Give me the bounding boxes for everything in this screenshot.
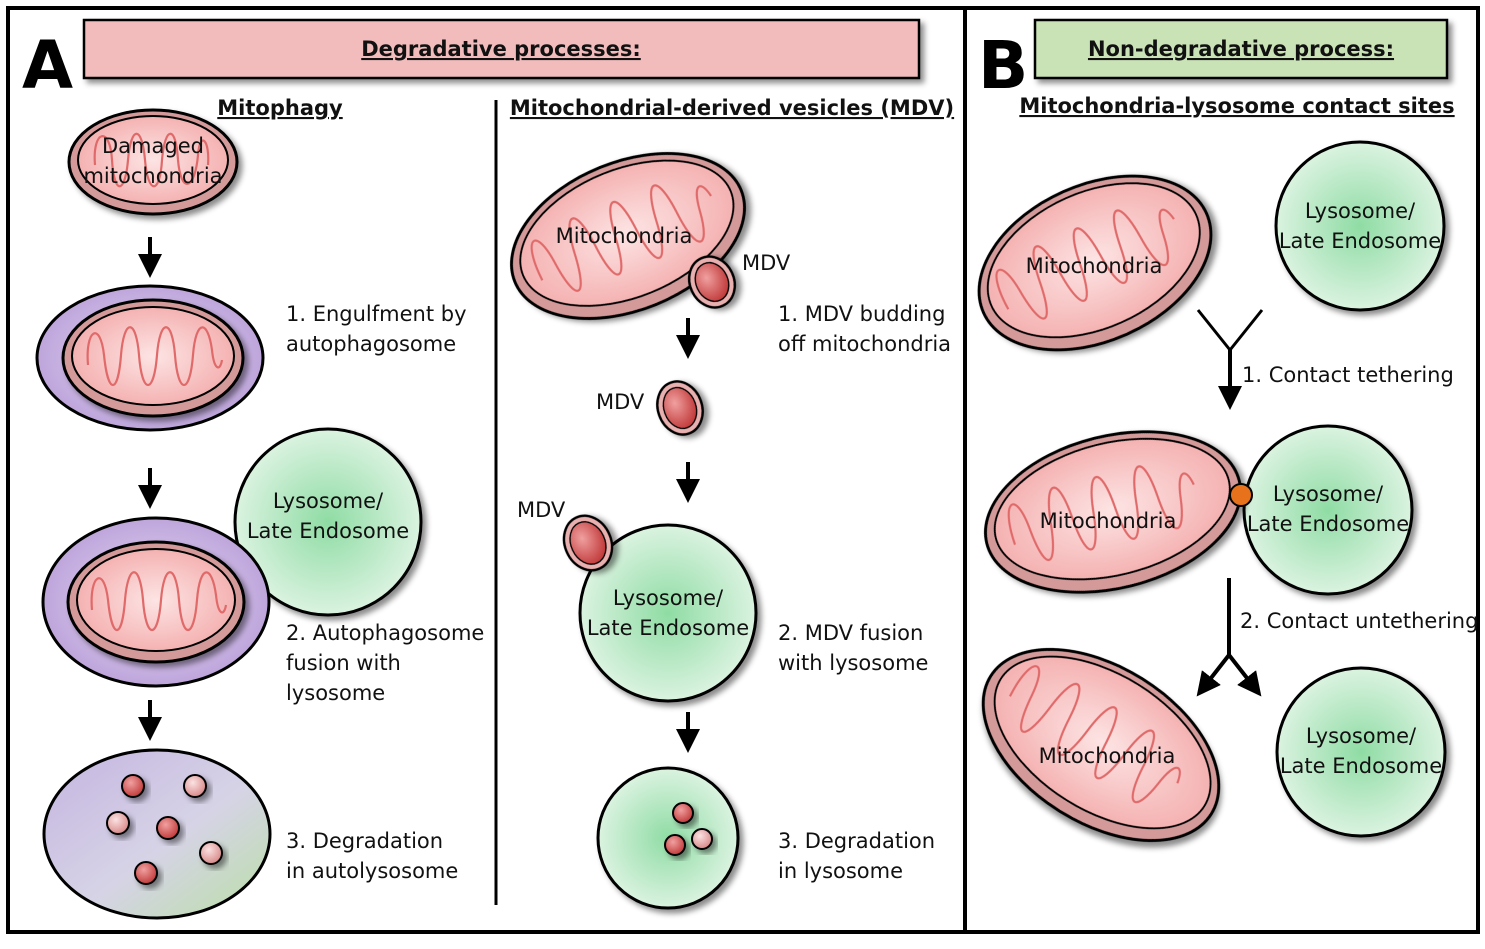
mdv-label-3: MDV (517, 498, 566, 522)
panel-a-banner-text: Degradative processes: (361, 37, 641, 61)
damaged-mito-label-2: mitochondria (83, 164, 222, 188)
mdv-step2-line2: with lysosome (778, 651, 928, 675)
mitophagy-step2-line2: fusion with (286, 651, 401, 675)
mitophagy-heading: Mitophagy (217, 96, 343, 120)
contact-mitochondria-3 (981, 647, 1221, 843)
degraded-fragment (121, 774, 145, 798)
contact-lyso3-line2: Late Endosome (1280, 754, 1442, 778)
panel-a-letter: A (22, 27, 73, 104)
contact-sites-heading: Mitochondria-lysosome contact sites (1019, 94, 1454, 118)
contact-lysosome-3 (1275, 666, 1447, 838)
degraded-fragment (106, 811, 130, 835)
mitophagy-step2-line3: lysosome (286, 681, 385, 705)
panel-b-letter: B (978, 27, 1028, 104)
mdv-step1-line2: off mitochondria (778, 332, 951, 356)
degraded-vesicle (664, 834, 686, 856)
mdv-mitochondria (510, 152, 746, 320)
mitophagy-lyso-line2: Late Endosome (247, 519, 409, 543)
contact-lyso1-line1: Lysosome/ (1305, 199, 1416, 223)
panel-b-banner (1033, 18, 1449, 80)
mdv-vesicle-fusing (562, 514, 614, 572)
contact-lyso1-line2: Late Endosome (1279, 229, 1441, 253)
contact-lysosome-1 (1274, 140, 1446, 312)
contact-mitochondria-2 (984, 430, 1242, 594)
mdv-heading: Mitochondrial-derived vesicles (MDV) (510, 96, 954, 120)
mdv-vesicle-free (656, 380, 704, 436)
mdv-vesicle-budding (687, 255, 737, 309)
contact-lyso3-line1: Lysosome/ (1306, 724, 1417, 748)
contact-lysosome-2 (1242, 424, 1414, 596)
tether-dot-icon (1229, 483, 1253, 507)
damaged-mito-label-1: Damaged (102, 134, 204, 158)
mdv-lysosome (578, 523, 758, 703)
contact-mito-label-2: Mitochondria (1040, 509, 1177, 533)
mdv-label-1: MDV (742, 251, 791, 275)
contact-lyso2-line2: Late Endosome (1247, 512, 1409, 536)
mitophagy-step3-line1: 3. Degradation (286, 829, 443, 853)
degraded-vesicle (691, 828, 713, 850)
outer-frame (6, 6, 1480, 934)
mdv-step3-line1: 3. Degradation (778, 829, 935, 853)
engulfed-mitochondria (61, 298, 245, 418)
mdv-lyso-line2: Late Endosome (587, 616, 749, 640)
mitophagy-step1-line2: autophagosome (286, 332, 456, 356)
mitophagy-lyso-line1: Lysosome/ (273, 489, 384, 513)
mdv-lyso-line1: Lysosome/ (613, 586, 724, 610)
mdv-step2-line1: 2. MDV fusion (778, 621, 923, 645)
contact-step1: 1. Contact tethering (1242, 363, 1454, 387)
degraded-fragment (199, 841, 223, 865)
degraded-fragment (134, 861, 158, 885)
mitophagy-lysosome (233, 427, 423, 617)
mdv-label-2: MDV (596, 390, 645, 414)
contact-mitochondria-1 (977, 174, 1213, 352)
degraded-fragment (156, 816, 180, 840)
degraded-fragment (183, 774, 207, 798)
mitophagy-step2-line1: 2. Autophagosome (286, 621, 484, 645)
contact-step2: 2. Contact untethering (1240, 609, 1478, 633)
mdv-mito-label: Mitochondria (556, 224, 693, 248)
panel-b-banner-text: Non-degradative process: (1088, 37, 1394, 61)
panel-a-banner (82, 18, 921, 80)
mitophagy-step1-line1: 1. Engulfment by (286, 302, 467, 326)
contact-mito-label-1: Mitochondria (1026, 254, 1163, 278)
mdv-step3-line2: in lysosome (778, 859, 903, 883)
contact-lyso2-line1: Lysosome/ (1273, 482, 1384, 506)
mitophagy-step3-line2: in autolysosome (286, 859, 458, 883)
fusing-mitochondria (66, 540, 246, 664)
autolysosome (42, 748, 272, 920)
y-split-arrow-icon (1196, 578, 1262, 697)
mdv-step1-line1: 1. MDV budding (778, 302, 945, 326)
y-split-arrow-icon (1196, 309, 1264, 410)
contact-mito-label-3: Mitochondria (1039, 744, 1176, 768)
degraded-vesicle (672, 802, 694, 824)
